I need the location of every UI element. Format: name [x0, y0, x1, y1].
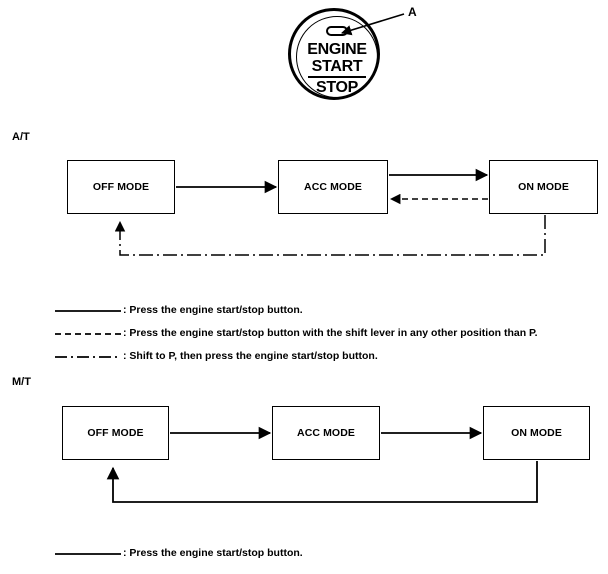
legend-text: : Press the engine start/stop button. — [123, 547, 303, 559]
mt-legend: : Press the engine start/stop button. — [55, 545, 600, 568]
legend-sample-dashdot-icon — [55, 356, 121, 358]
button-text-engine: ENGINE — [307, 41, 367, 58]
button-outer-ring: ENGINE START STOP — [288, 8, 380, 100]
mt-return-path-solid — [106, 461, 538, 503]
mt-acc-mode-label: ACC MODE — [297, 427, 355, 439]
legend-sample-solid-icon — [55, 310, 121, 312]
at-return-path-dashdot — [114, 215, 546, 256]
legend-row: : Press the engine start/stop button wit… — [55, 325, 600, 348]
mt-on-mode-label: ON MODE — [511, 427, 562, 439]
mt-off-mode-label: OFF MODE — [87, 427, 144, 439]
legend-row: : Press the engine start/stop button. — [55, 545, 600, 568]
button-inner-ring — [296, 16, 378, 98]
legend-text: : Shift to P, then press the engine star… — [123, 350, 378, 362]
indicator-lamp-icon — [326, 26, 348, 36]
button-text-divider — [308, 76, 366, 78]
section-label-mt: M/T — [12, 376, 31, 388]
at-off-mode-label: OFF MODE — [92, 181, 150, 193]
section-label-at: A/T — [12, 131, 30, 143]
button-text-start: START — [311, 58, 363, 75]
button-text-stop: STOP — [315, 79, 359, 96]
mt-acc-mode-box: ACC MODE — [272, 406, 380, 460]
callout-label-a: A — [408, 5, 417, 19]
engine-start-stop-button-illustration: ENGINE START STOP — [288, 8, 388, 108]
at-off-mode-box: OFF MODE — [67, 160, 175, 214]
at-acc-mode-box: ACC MODE — [278, 160, 388, 214]
legend-row: : Press the engine start/stop button. — [55, 302, 600, 325]
button-face-text: ENGINE START STOP — [291, 41, 383, 96]
legend-sample-dashed-icon — [55, 333, 121, 335]
at-on-mode-label: ON MODE — [518, 181, 569, 193]
at-on-mode-box: ON MODE — [489, 160, 598, 214]
mt-on-mode-box: ON MODE — [483, 406, 590, 460]
legend-sample-solid-icon — [55, 553, 121, 555]
legend-text: : Press the engine start/stop button. — [123, 304, 303, 316]
legend-row: : Shift to P, then press the engine star… — [55, 348, 600, 371]
at-acc-mode-label: ACC MODE — [304, 181, 362, 193]
legend-text: : Press the engine start/stop button wit… — [123, 327, 538, 339]
mt-off-mode-box: OFF MODE — [62, 406, 169, 460]
at-legend: : Press the engine start/stop button. : … — [55, 302, 600, 371]
